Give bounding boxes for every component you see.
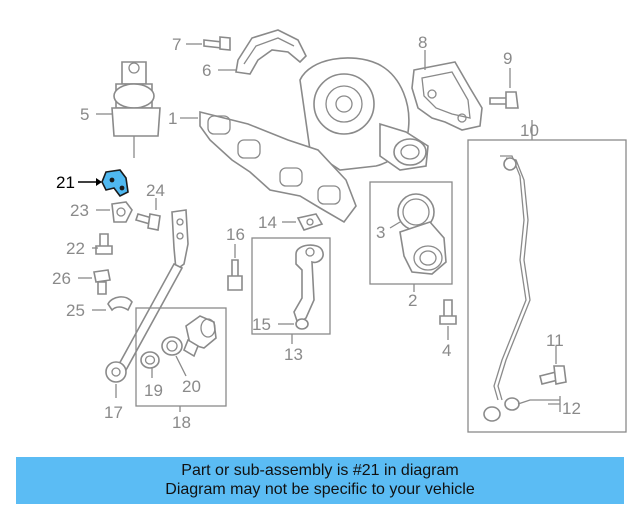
callout-19: 19	[144, 381, 163, 400]
part-18-fitting-group[interactable]: 19 20 18	[135, 307, 227, 432]
part-11-bolt	[539, 365, 567, 385]
part-17-support-rod[interactable]: 17	[104, 209, 189, 422]
callout-16: 16	[226, 225, 245, 244]
callout-8: 8	[418, 33, 427, 52]
part-13-return-pipe-group[interactable]: 15 13	[251, 237, 331, 364]
part-15-seal	[295, 318, 309, 330]
part-14-gasket[interactable]: 14	[258, 213, 324, 232]
callout-1: 1	[168, 109, 177, 128]
callout-2: 2	[408, 291, 417, 310]
part-8-heat-shield[interactable]: 8	[411, 33, 483, 131]
part-5-actuator[interactable]: 5	[80, 61, 161, 158]
callout-21: 21	[56, 173, 75, 192]
part-12-washer	[483, 406, 501, 422]
callout-23: 23	[70, 201, 89, 220]
part-25-clamp[interactable]: 25	[66, 296, 133, 320]
callout-9: 9	[503, 49, 512, 68]
callout-12: 12	[562, 399, 581, 418]
parts-diagram: 8 9 7 6 5	[52, 29, 627, 433]
callout-6: 6	[202, 61, 211, 80]
part-20-washer	[161, 336, 183, 356]
callout-10: 10	[520, 121, 539, 140]
part-24-bolt[interactable]: 24	[134, 181, 165, 231]
callout-17: 17	[104, 403, 123, 422]
callout-5: 5	[80, 105, 89, 124]
callout-15: 15	[252, 315, 271, 334]
part-23-fitting[interactable]: 23	[70, 201, 133, 223]
info-banner: Part or sub-assembly is #21 in diagram D…	[16, 457, 624, 504]
callout-26: 26	[52, 269, 71, 288]
callout-4: 4	[442, 341, 451, 360]
part-6-heat-shield[interactable]: 6	[202, 29, 307, 80]
banjo-bolt	[183, 315, 217, 358]
part-9-bolt[interactable]: 9	[489, 49, 519, 109]
callout-20: 20	[182, 377, 201, 396]
part-2-outlet-group[interactable]: 3 2	[369, 181, 453, 310]
callout-13: 13	[284, 345, 303, 364]
callout-25: 25	[66, 301, 85, 320]
part-7-bolt[interactable]: 7	[172, 35, 231, 54]
callout-18: 18	[172, 413, 191, 432]
part-22-bolt[interactable]: 22	[66, 233, 113, 258]
part-21-bracket-highlighted[interactable]: 21	[56, 169, 129, 198]
callout-7: 7	[172, 35, 181, 54]
callout-3: 3	[376, 223, 385, 242]
callout-24: 24	[146, 181, 165, 200]
part-16-stud[interactable]: 16	[226, 225, 245, 291]
part-19-washer	[140, 351, 160, 369]
banner-line-2: Diagram may not be specific to your vehi…	[165, 481, 475, 498]
callout-22: 22	[66, 239, 85, 258]
part-4-bolt[interactable]: 4	[439, 299, 457, 360]
callout-11: 11	[546, 331, 564, 350]
callout-14: 14	[258, 213, 277, 232]
part-10-oil-line-group[interactable]: 10 11 12	[467, 120, 627, 433]
banner-line-1: Part or sub-assembly is #21 in diagram	[181, 462, 459, 479]
part-26-bolt[interactable]: 26	[52, 269, 111, 295]
part-1-turbo-manifold[interactable]: 1	[168, 57, 429, 224]
